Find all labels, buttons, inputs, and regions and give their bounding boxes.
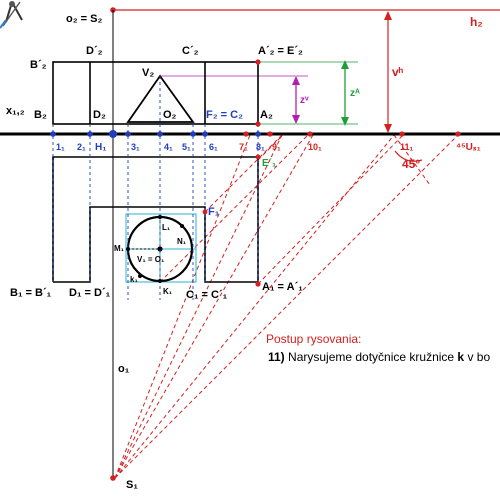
za-arrow-bottom xyxy=(341,117,349,126)
note-title: Postup rysovania: xyxy=(266,332,361,346)
drafting-compass-icon xyxy=(0,1,23,29)
tick-1: 1₁ xyxy=(56,142,65,152)
construction-points xyxy=(110,59,261,481)
parallel-a1 xyxy=(257,134,404,285)
tick-7: 7₁ xyxy=(239,142,248,152)
tick-11: 11₁ xyxy=(400,142,414,152)
label-za: zᴬ xyxy=(350,88,360,99)
note-step-text: Narysujeme dotyčnice kružnice xyxy=(285,350,458,364)
label-l1: L₁ xyxy=(162,223,171,232)
tick-h1: H₁ xyxy=(95,142,106,153)
point-o1 xyxy=(157,246,163,252)
zv-arrow-top xyxy=(292,76,300,85)
tick-6: 6₁ xyxy=(209,142,218,152)
angle-arc xyxy=(394,150,423,162)
label-c2p: C´₂ xyxy=(182,45,199,57)
label-b2: B₂ xyxy=(34,109,47,121)
vh-arrow-top xyxy=(384,11,392,20)
note-step-tail: v bo xyxy=(464,350,490,364)
label-a1: A₁ = A´₁ xyxy=(262,281,303,293)
tick-5: 5₁ xyxy=(182,142,191,152)
label-b2p: B´₂ xyxy=(30,59,47,71)
label-o2-s2: o₂ = S₂ xyxy=(66,13,102,25)
label-n1: N₁ xyxy=(177,237,187,246)
zv-arrow-bottom xyxy=(292,115,300,124)
ray-s1-to-4 xyxy=(114,134,283,479)
label-vh: vʰ xyxy=(392,65,404,79)
ray-s1-to-5 xyxy=(114,134,251,479)
cone-front xyxy=(126,74,195,123)
label-o1: o₁ xyxy=(118,363,130,375)
tick-2: 2₁ xyxy=(77,142,86,152)
tick-3: 3₁ xyxy=(131,142,140,152)
label-k1: K₁ xyxy=(163,287,173,296)
label-b1: B₁ = B´₁ xyxy=(10,287,52,299)
label-us1: ⁴⁵Uₛ₁ xyxy=(456,142,481,153)
axis-points xyxy=(50,130,261,138)
label-a2: A₂ xyxy=(260,109,273,121)
ray-s1-to-3 xyxy=(114,134,314,479)
label-e1p: E´₁ xyxy=(262,158,276,169)
za-arrow-top xyxy=(341,60,349,69)
label-a2p: A´₂ = E´₂ xyxy=(258,45,303,57)
label-x12: x₁,₂ xyxy=(6,105,25,117)
note-step-k: k xyxy=(457,350,464,364)
label-k1-small: k₁ xyxy=(130,275,138,284)
axis-points-red xyxy=(243,131,461,137)
label-f2c2: F₂ = C₂ xyxy=(206,109,243,121)
label-m1: M₁ xyxy=(114,244,125,253)
ray-s1-to-1 xyxy=(114,134,459,479)
vh-arrow-bottom xyxy=(384,124,392,133)
label-angle: 45° xyxy=(402,157,420,171)
circle-tangent-points xyxy=(126,215,184,283)
parallel-e1 xyxy=(257,134,284,161)
label-d1: D₁ = D´₁ xyxy=(69,287,111,299)
tick-9: 9₁ xyxy=(272,142,281,152)
label-o2: O₂ xyxy=(163,109,177,121)
ordinal-lines xyxy=(52,76,259,300)
tick-8: 8₁ xyxy=(256,142,265,152)
ray-s1-to-2 xyxy=(114,134,395,479)
label-v2: V₂ xyxy=(142,67,154,79)
note-step-number: 11) xyxy=(268,350,285,364)
label-v1o1: V₁ = O₁ xyxy=(137,255,165,264)
tick-4: 4₁ xyxy=(164,142,173,152)
front-view-outline xyxy=(52,61,259,125)
label-f1: F₁ xyxy=(208,206,220,218)
label-d2: D₂ xyxy=(93,109,106,121)
label-c1: C₁ = C´₁ xyxy=(186,289,228,301)
label-zv: zᵛ xyxy=(300,95,309,106)
label-d2p: D´₂ xyxy=(86,45,103,57)
note-step: 11) Narysujeme dotyčnice kružnice k v bo xyxy=(268,350,490,364)
label-h2: h₂ xyxy=(470,15,483,29)
angle-ray xyxy=(393,134,431,186)
label-s1: S₁ xyxy=(126,479,138,491)
tick-10: 10₁ xyxy=(308,142,322,152)
